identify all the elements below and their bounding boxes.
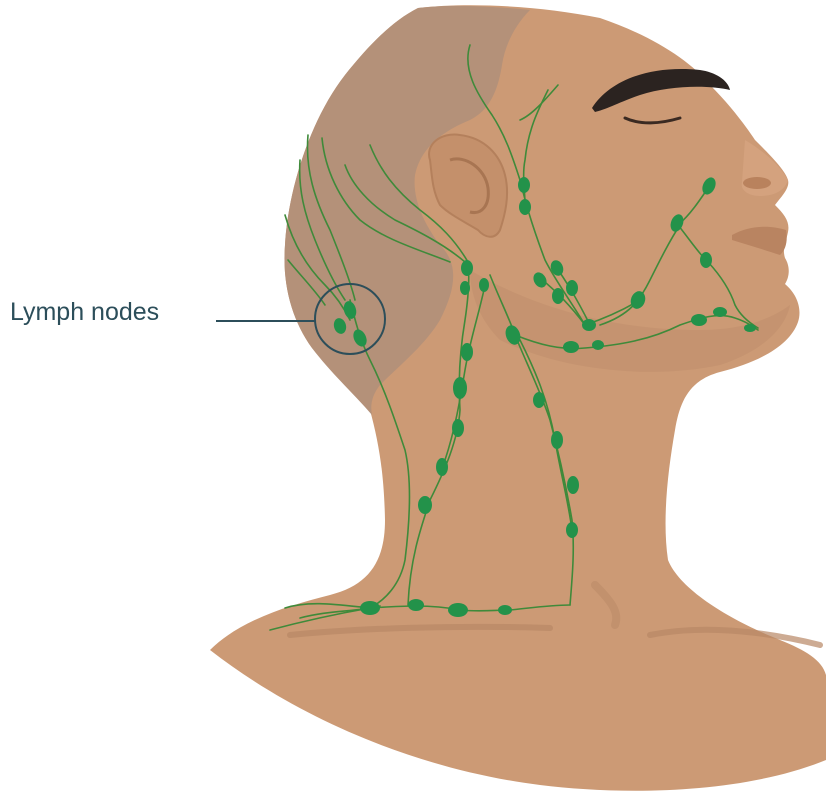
- lymph-node: [448, 603, 468, 617]
- lymph-node: [408, 599, 424, 611]
- lymph-node: [519, 199, 531, 215]
- lymph-node: [533, 392, 545, 408]
- lymph-node: [700, 252, 712, 268]
- lymph-node: [453, 377, 467, 399]
- lymph-node: [592, 340, 604, 350]
- lymph-node: [436, 458, 448, 476]
- lymph-node: [566, 522, 578, 538]
- lymph-node: [563, 341, 579, 353]
- lymph-node: [691, 314, 707, 326]
- lymph-node: [552, 288, 564, 304]
- lymph-node: [518, 177, 530, 193]
- lymph-node: [461, 260, 473, 276]
- lymph-node: [479, 278, 489, 292]
- lymph-node: [551, 431, 563, 449]
- lymph-node: [713, 307, 727, 317]
- lymph-node: [582, 319, 596, 331]
- lymph-node: [418, 496, 432, 514]
- lymph-node: [566, 280, 578, 296]
- lymph-node: [461, 343, 473, 361]
- nostril: [743, 177, 771, 189]
- head-neck-body: [210, 5, 826, 791]
- lymph-nodes-label: Lymph nodes: [10, 300, 159, 325]
- lymph-node: [452, 419, 464, 437]
- lymph-node: [567, 476, 579, 494]
- lymph-node: [360, 601, 380, 615]
- lymph-node: [460, 281, 470, 295]
- lymph-node: [498, 605, 512, 615]
- lymph-node: [744, 324, 756, 332]
